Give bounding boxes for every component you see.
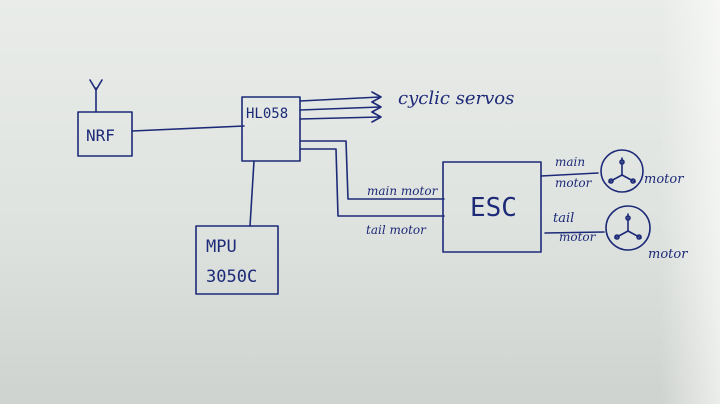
mpu-block xyxy=(195,225,279,295)
tail-motor-signal-line xyxy=(299,148,445,217)
main-output-label-2: motor xyxy=(555,176,593,190)
mpu-label-line2: 3050C xyxy=(206,267,257,287)
cyclic-servo-arrows xyxy=(299,91,382,123)
esc-label: ESC xyxy=(470,193,517,223)
main-motor-input-label: main motor xyxy=(367,184,439,198)
antenna-icon xyxy=(89,79,103,113)
nrf-label: NRF xyxy=(86,126,115,145)
motor-icon xyxy=(600,149,644,193)
motor-bottom-label: motor xyxy=(648,247,688,262)
hl058-to-mpu-line xyxy=(249,160,255,227)
nrf-to-hl058-line xyxy=(131,125,245,132)
esc-block xyxy=(442,161,542,253)
hl058-label: HL058 xyxy=(246,106,288,122)
motor-top-label: motor xyxy=(644,172,684,187)
main-motor-signal-line xyxy=(299,140,445,200)
tail-motor-output-line xyxy=(544,231,605,234)
hl058-block xyxy=(241,96,301,162)
main-motor-output-line xyxy=(540,172,599,177)
motor-icon xyxy=(605,205,651,251)
nrf-block xyxy=(77,111,133,157)
cyclic-servos-label: cyclic servos xyxy=(398,88,514,109)
tail-motor-input-label: tail motor xyxy=(366,223,427,237)
tail-output-label-1: tail xyxy=(553,211,574,226)
mpu-label-line1: MPU xyxy=(206,237,237,257)
tail-output-label-2: motor xyxy=(559,230,597,244)
paper-edge xyxy=(660,0,720,404)
main-output-label-1: main xyxy=(555,155,585,169)
